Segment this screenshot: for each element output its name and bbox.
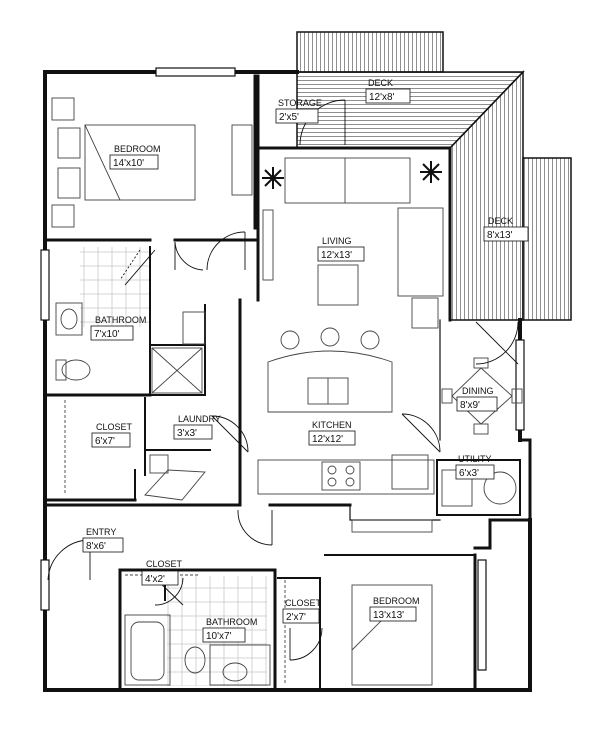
room-label-deck-right: DECK 8'x13' (483, 216, 529, 242)
svg-text:10'x7': 10'x7' (206, 631, 232, 642)
svg-text:6'x7': 6'x7' (95, 436, 115, 447)
svg-text:6'x3': 6'x3' (459, 468, 479, 479)
room-label-bathroom-2: BATHROOM 10'x7' (202, 617, 257, 643)
svg-text:2'x7': 2'x7' (286, 612, 306, 623)
room-label-laundry: LAUNDRY 3'x3' (173, 414, 221, 440)
room-label-utility: UTILITY 6'x3' (455, 454, 495, 480)
deck-right-area (449, 70, 572, 321)
svg-text:12'x8': 12'x8' (369, 92, 395, 103)
range (321, 461, 361, 491)
deck-top-area (296, 31, 525, 149)
svg-text:13'x13': 13'x13' (373, 610, 404, 621)
room-label-living: LIVING 12'x13' (317, 236, 365, 262)
shower-1 (151, 347, 203, 394)
bed-2 (351, 584, 433, 686)
svg-text:8'x13': 8'x13' (487, 230, 513, 241)
vanity (209, 644, 271, 686)
svg-text:8'x6': 8'x6' (86, 541, 106, 552)
coffee-table (317, 264, 359, 306)
svg-text:BEDROOM: BEDROOM (373, 596, 420, 606)
toilet-1 (61, 359, 91, 381)
svg-text:CLOSET: CLOSET (96, 422, 133, 432)
loveseat (397, 207, 444, 297)
room-label-deck-top: DECK 12'x8' (365, 78, 411, 104)
dining-table (451, 367, 513, 425)
room-label-entry: ENTRY 8'x6' (82, 527, 124, 553)
room-label-bathroom-1: BATHROOM 7'x10' (90, 315, 146, 341)
room-label-dining: DINING 8'x9' (456, 386, 498, 412)
svg-text:4'x2': 4'x2' (145, 574, 165, 585)
island (267, 350, 393, 413)
svg-text:2'x5': 2'x5' (279, 112, 299, 123)
svg-text:BATHROOM: BATHROOM (95, 315, 146, 325)
bed-1 (84, 124, 196, 201)
room-label-kitchen: KITCHEN 12'x12' (308, 420, 356, 446)
svg-text:ENTRY: ENTRY (86, 527, 116, 537)
room-label-bedroom-1: BEDROOM 14'x10' (109, 144, 161, 170)
svg-text:BATHROOM: BATHROOM (206, 617, 257, 627)
sofa (284, 157, 411, 204)
room-label-storage: STORAGE 2'x5' (275, 98, 322, 124)
fridge (391, 454, 429, 490)
toilet-2 (184, 646, 206, 674)
room-label-closet-2: CLOSET 4'x2' (141, 559, 183, 586)
svg-text:LAUNDRY: LAUNDRY (178, 414, 221, 424)
svg-text:DECK: DECK (488, 216, 513, 226)
bathroom-1-tile (80, 247, 150, 327)
svg-text:DINING: DINING (462, 386, 494, 396)
svg-text:CLOSET: CLOSET (146, 559, 183, 569)
svg-text:CLOSET: CLOSET (285, 598, 322, 608)
svg-text:12'x13': 12'x13' (321, 250, 352, 261)
tub (124, 614, 171, 686)
svg-text:12'x12': 12'x12' (312, 434, 343, 445)
svg-text:LIVING: LIVING (322, 236, 352, 246)
counter (257, 459, 435, 495)
room-label-closet-1: CLOSET 6'x7' (91, 422, 133, 448)
room-label-closet-3: CLOSET 2'x7' (282, 598, 322, 624)
svg-text:7'x10': 7'x10' (94, 329, 120, 340)
svg-text:14'x10': 14'x10' (113, 158, 144, 169)
svg-text:DECK: DECK (368, 78, 393, 88)
svg-text:STORAGE: STORAGE (278, 98, 322, 108)
svg-text:BEDROOM: BEDROOM (114, 144, 161, 154)
water-heater (483, 471, 517, 505)
svg-text:UTILITY: UTILITY (458, 454, 492, 464)
plant-icon (420, 161, 442, 183)
room-label-bedroom-2: BEDROOM 13'x13' (369, 596, 420, 622)
plant-icon (262, 167, 284, 189)
svg-text:8'x9': 8'x9' (460, 400, 480, 411)
room-labels: DECK 12'x8' STORAGE 2'x5' BEDROOM 14'x10… (82, 78, 529, 643)
svg-text:3'x3': 3'x3' (177, 428, 197, 439)
svg-text:KITCHEN: KITCHEN (312, 420, 352, 430)
walls (40, 67, 532, 692)
fixtures (51, 97, 523, 686)
sink-1 (55, 302, 83, 336)
